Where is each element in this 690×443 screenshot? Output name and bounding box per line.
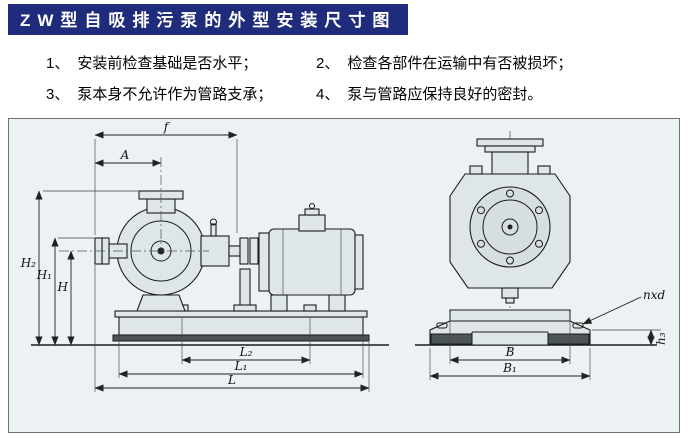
dim-label-L1: L₁ — [234, 359, 248, 373]
dim-label-H: H — [57, 280, 69, 294]
note-4-number: 4、 — [316, 86, 340, 103]
note-1: 1、安装前检查基础是否水平； — [46, 52, 316, 73]
dim-label-B: B — [505, 345, 515, 359]
motor — [258, 203, 364, 296]
drain-plug — [501, 287, 519, 299]
dim-label-A: A — [120, 148, 130, 162]
terminal-box — [298, 214, 326, 232]
dim-label-H2: H₂ — [20, 256, 36, 270]
discharge-flange-top — [476, 138, 544, 175]
pump-casing-side — [94, 190, 206, 296]
page-title: ZW型自吸排污泵的外型安装尺寸图 — [8, 4, 409, 35]
dim-label-L: L — [227, 373, 236, 387]
dimension-annotations: f A H₂ H₁ H L₂ L₁ L B B₁ n — [20, 120, 668, 392]
motor-foot-front — [270, 294, 288, 312]
note-3-number: 3、 — [46, 86, 70, 103]
pump-dimension-drawing: f A H₂ H₁ H L₂ L₁ L B B₁ n — [20, 120, 668, 392]
installation-notes: 1、安装前检查基础是否水平； 2、检查各部件在运输中有否被损坏； 3、泵本身不允… — [46, 52, 666, 104]
fan-cover — [354, 234, 364, 290]
note-2: 2、检查各部件在运输中有否被损坏； — [316, 52, 666, 73]
note-1-number: 1、 — [46, 55, 70, 72]
note-2-text: 检查各部件在运输中有否被损坏； — [347, 55, 573, 72]
pump-base — [429, 309, 591, 346]
dim-label-f: f — [163, 120, 171, 134]
coupling-support-foot — [233, 304, 257, 312]
note-4: 4、泵与管路应保持良好的密封。 — [316, 83, 666, 104]
anchor-bolt-hole-left — [436, 322, 448, 329]
dim-label-H1: H₁ — [36, 268, 52, 282]
dim-label-nxd: nxd — [643, 288, 665, 302]
dim-label-h3: h₃ — [654, 332, 668, 345]
drawing-panel: f A H₂ H₁ H L₂ L₁ L B B₁ n — [8, 118, 680, 433]
bearing-and-coupling — [200, 218, 259, 267]
pump-end-view — [415, 131, 657, 351]
dim-label-L2: L₂ — [239, 345, 253, 359]
note-4-text: 泵与管路应保持良好的密封。 — [347, 86, 543, 103]
anchor-bolt-hole-right — [572, 322, 584, 329]
dim-label-B1: B₁ — [502, 361, 517, 375]
note-1-text: 安装前检查基础是否水平； — [77, 55, 258, 72]
note-2-number: 2、 — [316, 55, 340, 72]
pump-casing-end — [449, 165, 571, 304]
note-3-text: 泵本身不允许作为管路支承； — [77, 86, 273, 103]
pump-side-view — [31, 190, 389, 346]
note-3: 3、泵本身不允许作为管路支承； — [46, 83, 316, 104]
motor-foot-rear — [328, 294, 346, 312]
baseplate — [112, 304, 370, 342]
pump-pedestal — [136, 294, 186, 312]
